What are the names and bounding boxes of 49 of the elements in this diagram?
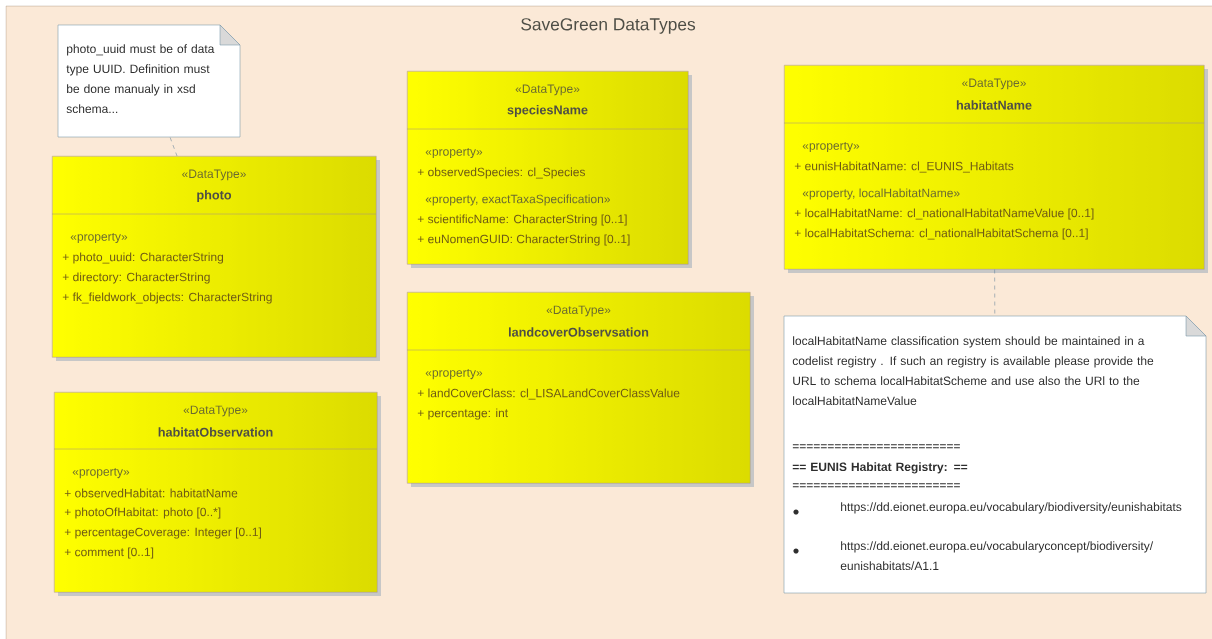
link-text: https://dd.eionet.europa.eu/vocabulary/biodiversity/eunishabitats [841, 502, 1182, 514]
class-box [53, 392, 381, 596]
attribute-text: + photoOfHabitat: photo [0..*] [64, 507, 221, 519]
attribute-text: + localHabitatSchema: cl_nationalHabitatSchema [0..1] [794, 228, 1088, 240]
class-box [51, 156, 380, 361]
note-box [783, 315, 1207, 594]
attribute-text: + percentageCoverage: Integer [0..1] [64, 527, 261, 539]
stereotype-label: «DataType» [546, 305, 611, 317]
attribute-text: + euNomenGUID: CharacterString [0..1] [417, 234, 630, 246]
stereotype-label: «property, exactTaxaSpecification» [425, 194, 610, 206]
stereotype-label: «property» [802, 141, 860, 153]
stereotype-label: «property» [425, 147, 483, 159]
attribute-text: + scientificName: CharacterString [0..1] [417, 214, 627, 226]
class-name: habitatName [956, 100, 1032, 110]
connector-line [994, 269, 996, 317]
note-text: localHabitatName classification system should be maintained in a codelist registry . If such an registry is available please provide the URL to schema localHabitatScheme and use also the URl to the localHabitatNameValue [792, 336, 1154, 406]
class-box [406, 292, 754, 487]
attribute-text: + observedHabitat: habitatName [64, 488, 238, 498]
stereotype-label: «DataType» [962, 78, 1026, 90]
attribute-text: + landCoverClass: cl_LISALandCoverClassValue [417, 388, 680, 400]
attribute-text: + directory: CharacterString [62, 272, 210, 284]
attribute-text: + fk_fieldwork_objects: CharacterString [62, 292, 272, 304]
class-box [783, 65, 1208, 273]
stereotype-label: «property, localHabitatName» [802, 188, 960, 200]
attribute-text: + photo_uuid: CharacterString [62, 252, 223, 264]
connector-line [169, 137, 178, 157]
note-text: ======================== [792, 444, 960, 449]
attribute-text: + eunisHabitatName: cl_EUNIS_Habitats [794, 161, 1014, 173]
class-name: landcoverObservsation [509, 327, 649, 337]
class-name: photo [197, 190, 232, 202]
attribute-text: + observedSpecies: cl_Species [417, 167, 585, 179]
note-box [57, 24, 241, 138]
stereotype-label: «property» [70, 232, 128, 244]
attribute-text: + localHabitatName: cl_nationalHabitatNameValue [0..1] [794, 208, 1094, 220]
stereotype-label: «property» [72, 467, 130, 479]
stereotype-label: «DataType» [183, 405, 248, 417]
note-text: photo_uuid must be of data type UUID. Definition must be done manualy in xsd schema... [66, 44, 215, 114]
stereotype-label: «DataType» [182, 169, 246, 181]
attribute-text: + percentage: int [417, 408, 508, 420]
class-name: habitatObservation [158, 427, 273, 437]
note-heading: == EUNIS Habitat Registry: == [792, 462, 968, 474]
class-name: speciesName [507, 105, 588, 117]
class-box [406, 71, 692, 268]
link-text: https://dd.eionet.europa.eu/vocabularyconcept/biodiversity/eunishabitats/A1.1 [840, 541, 1154, 571]
attribute-text: + comment [0..1] [64, 547, 154, 559]
note-text: ======================== [792, 483, 960, 488]
stereotype-label: «property» [425, 368, 483, 380]
stereotype-label: «DataType» [515, 84, 580, 96]
diagram-title: SaveGreen DataTypes [521, 18, 696, 34]
